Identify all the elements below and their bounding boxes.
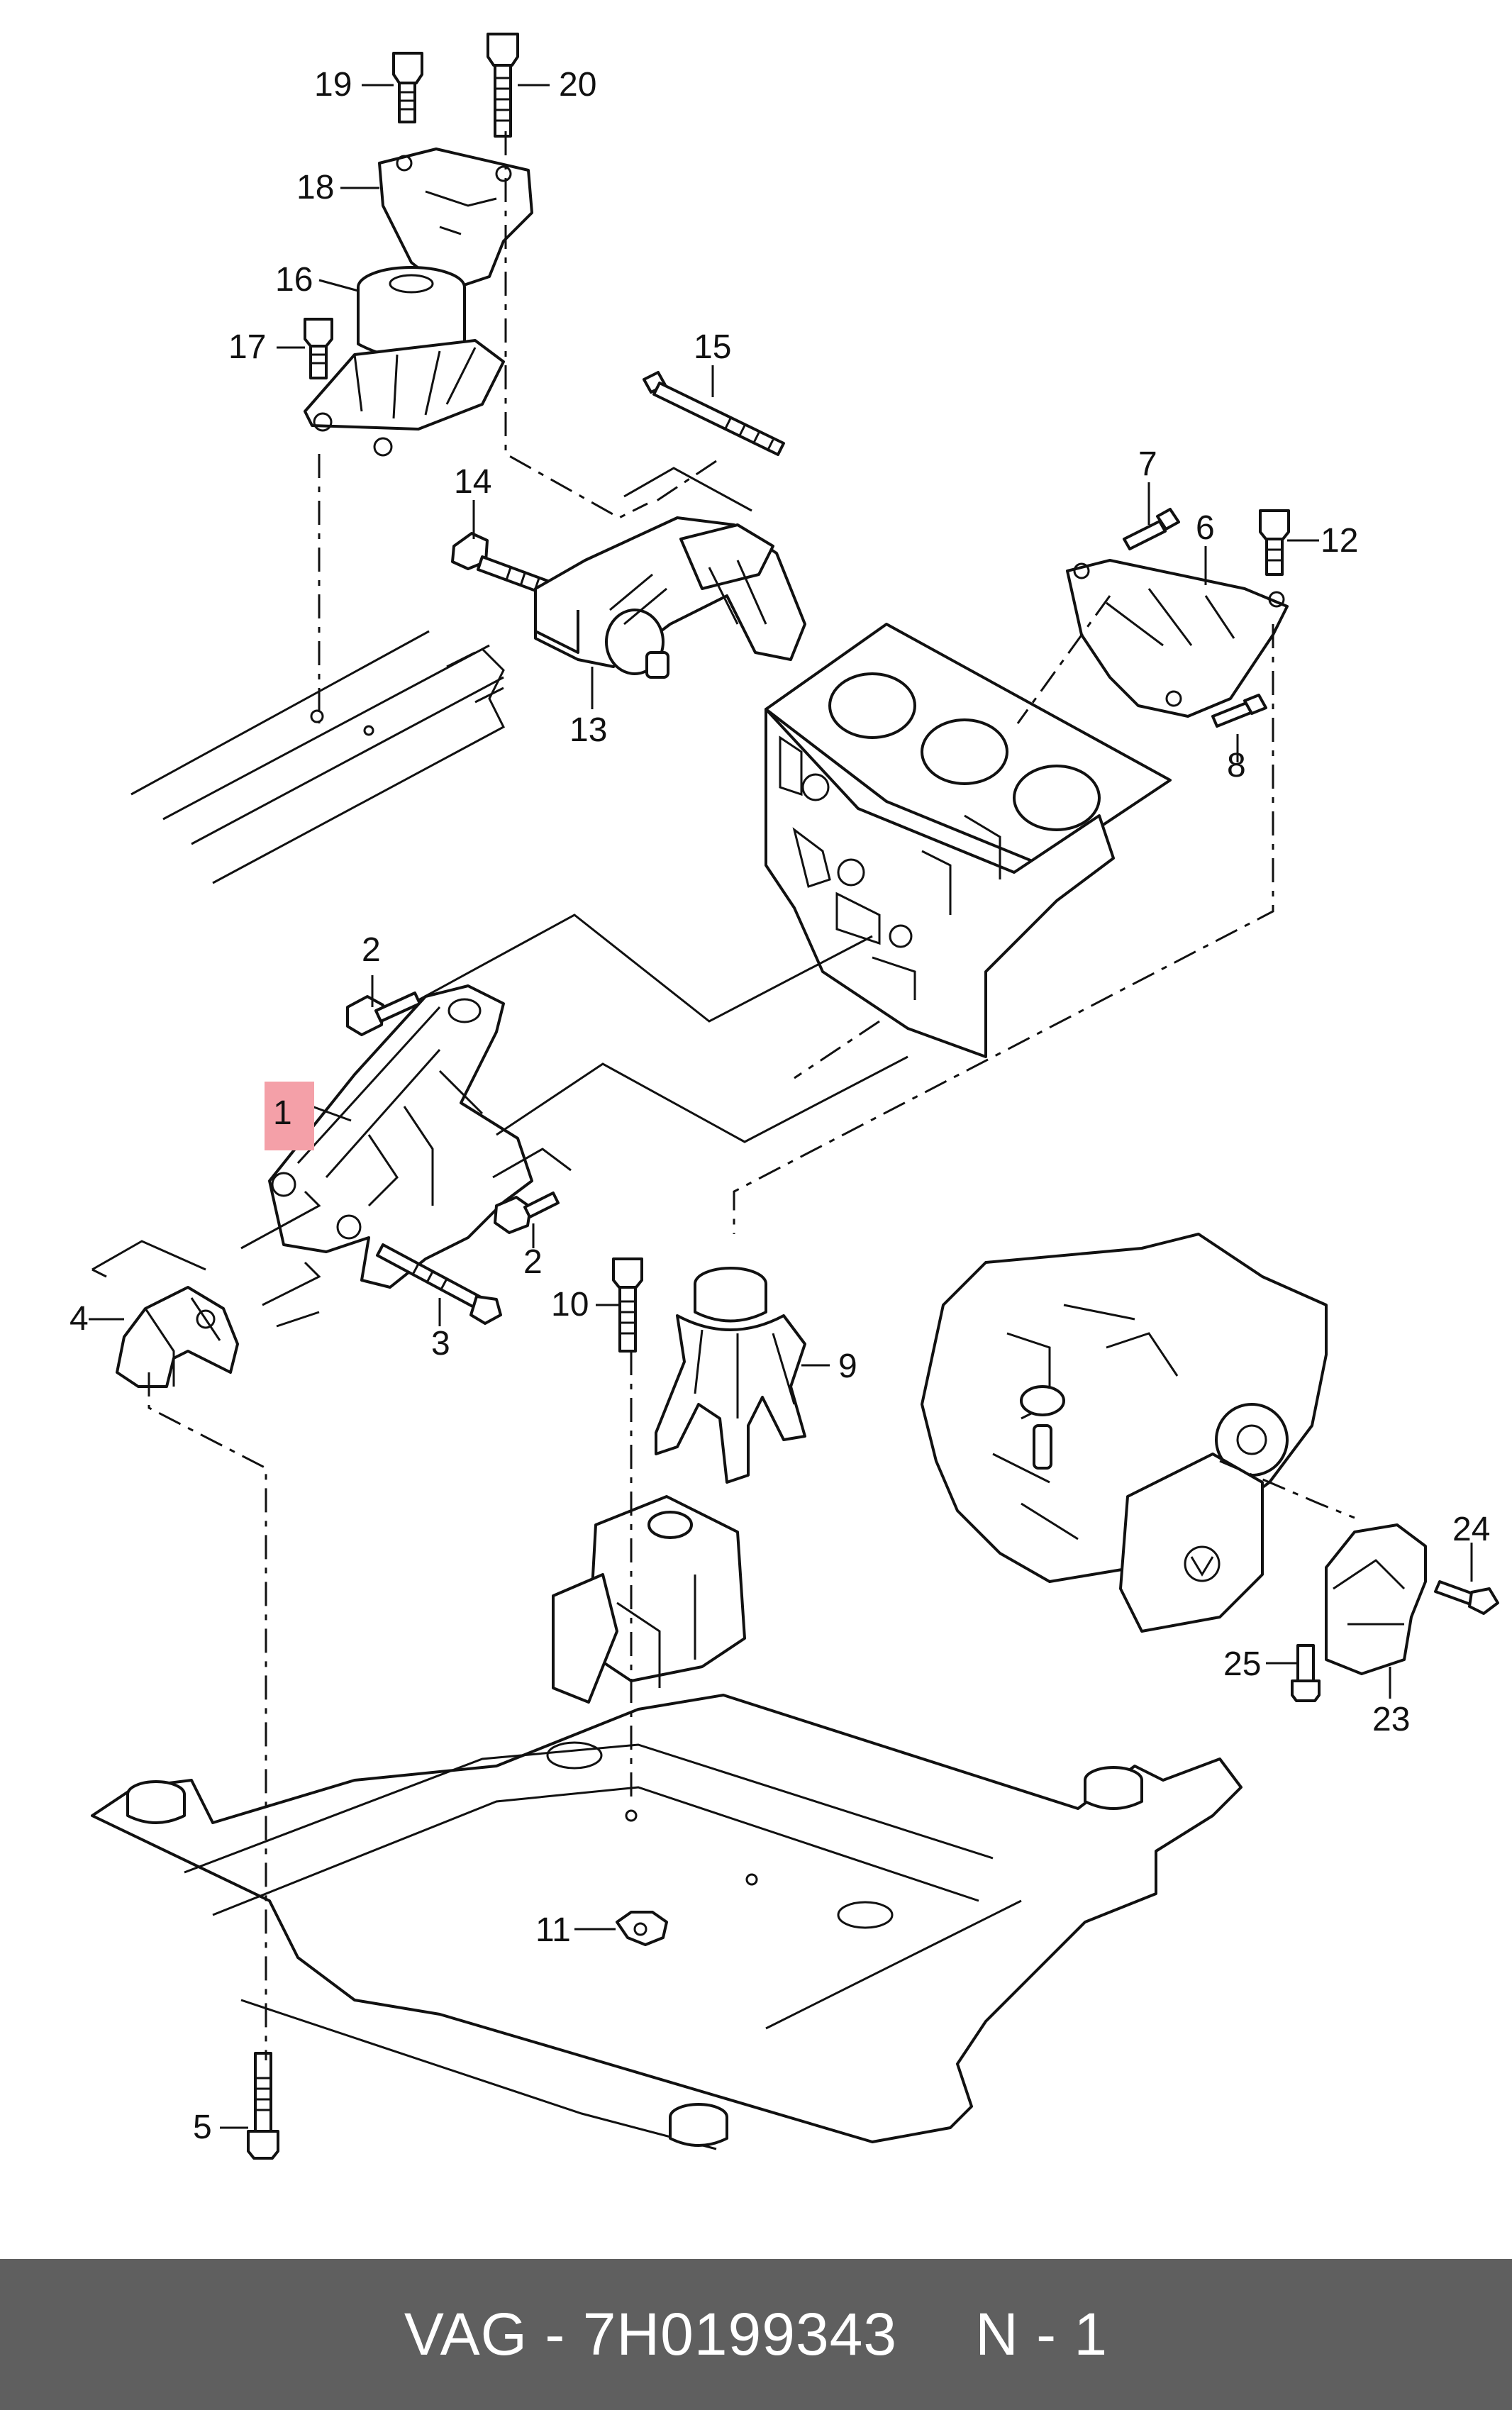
pendulum-support <box>612 1257 806 1484</box>
callout-label: 10 <box>551 1286 589 1323</box>
callout-label: 2 <box>523 1243 543 1281</box>
callout-label: 24 <box>1452 1511 1490 1548</box>
callout-label: 18 <box>296 169 334 206</box>
callout-label: 9 <box>838 1348 857 1385</box>
callout-label: 15 <box>694 328 731 366</box>
callout-labels: 1 2 2 3 4 5 6 7 8 9 10 11 12 13 14 15 16… <box>70 66 1490 2146</box>
callout-label: 23 <box>1372 1701 1410 1738</box>
callout-label: 4 <box>70 1300 89 1338</box>
callout-label: 20 <box>559 66 596 104</box>
callout-label: 12 <box>1321 522 1358 560</box>
subframe <box>91 1495 1243 2160</box>
engine-mount-upper <box>304 33 533 457</box>
footer-part-number: 7H0199343 <box>582 2301 898 2367</box>
footer-position: N - 1 <box>975 2301 1108 2367</box>
construction-lines <box>148 131 1355 2060</box>
exploded-parts-diagram: 1 2 2 3 4 5 6 7 8 9 10 11 12 13 14 15 16… <box>70 33 1499 2160</box>
callout-label: 3 <box>431 1325 450 1362</box>
assembly-outlines <box>91 467 908 1328</box>
callout-label: 6 <box>1196 509 1215 547</box>
callout-label: 2 <box>362 931 381 969</box>
callout-label: 14 <box>454 463 491 501</box>
callout-label: 7 <box>1138 445 1157 483</box>
part-number-footer: VAG - 7H0199343 N - 1 <box>0 2259 1512 2410</box>
footer-separator: - <box>545 2301 566 2367</box>
callout-label: 19 <box>314 66 352 104</box>
subframe-rail <box>130 630 505 884</box>
callout-label: 1 <box>273 1094 292 1132</box>
callout-label: 16 <box>275 261 313 299</box>
callout-label: 17 <box>228 328 266 366</box>
callout-label: 13 <box>569 711 607 749</box>
callout-1-highlight <box>265 1082 314 1150</box>
callout-label: 8 <box>1227 747 1246 784</box>
engine-block <box>451 371 1290 1058</box>
leader-lines <box>89 84 1473 2129</box>
callout-label: 5 <box>193 2109 212 2146</box>
footer-brand: VAG <box>404 2301 528 2367</box>
gearbox-bracket <box>116 984 560 1388</box>
gearbox <box>921 1233 1499 1702</box>
callout-label: 11 <box>535 1911 571 1949</box>
callout-label: 25 <box>1223 1645 1261 1683</box>
